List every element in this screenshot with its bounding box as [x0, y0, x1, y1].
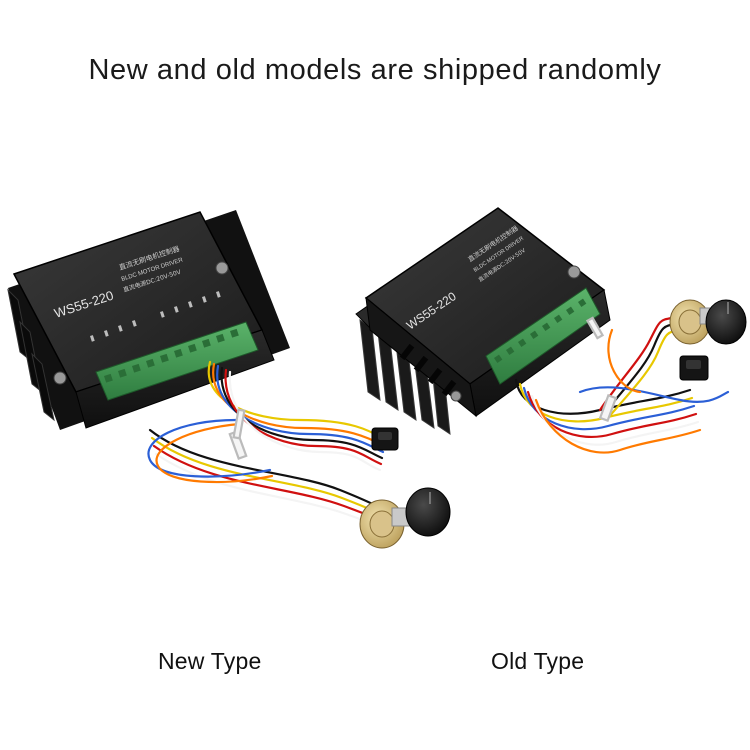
old-type-driver: WS55-220 直流无刷电机控制器 BLDC MOTOR DRIVER 直流电…	[355, 207, 611, 436]
old-type-wire-harness	[514, 316, 730, 454]
new-type-wire-harness	[147, 360, 400, 532]
new-type-caption: New Type	[158, 648, 262, 674]
old-type-potentiometer	[669, 299, 747, 345]
new-type-potentiometer	[359, 487, 451, 549]
old-type-caption: Old Type	[491, 648, 585, 674]
new-type-switch	[371, 427, 399, 451]
headline: New and old models are shipped randomly	[88, 54, 662, 86]
old-type-switch	[679, 355, 709, 381]
new-type-driver: WS55-220 直流无刷电机控制器 BLDC MOTOR DRIVER 直流电…	[7, 210, 290, 430]
